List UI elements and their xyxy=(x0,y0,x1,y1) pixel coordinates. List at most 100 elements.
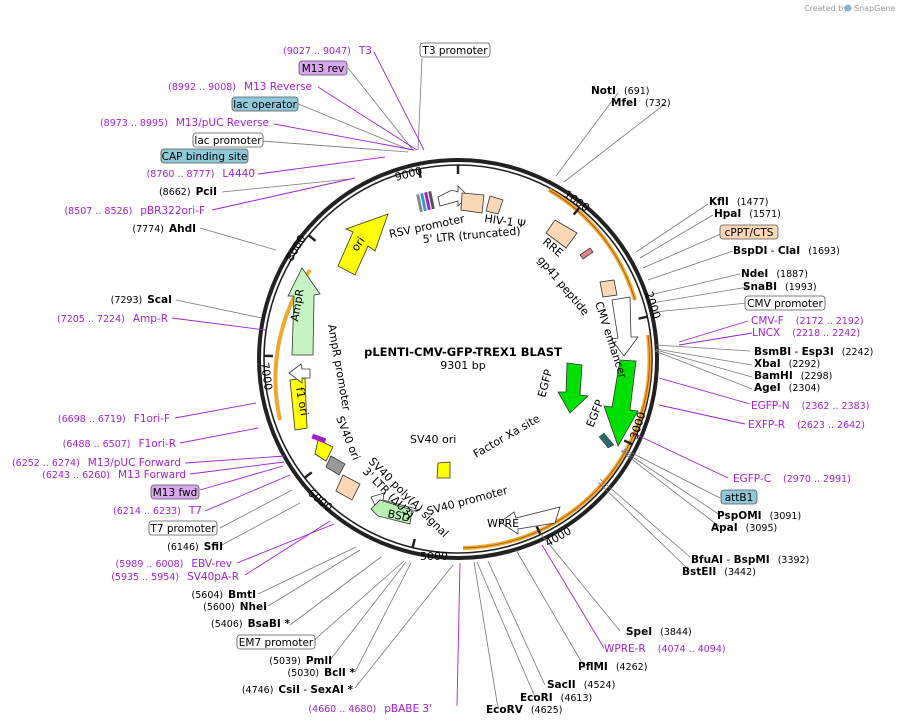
restriction-sites: NotI(691)MfeI(732)KflI(1477)HpaI(1571)Bs… xyxy=(111,85,874,716)
site-label-7: BsmBI - Esp3I(2242) xyxy=(754,346,873,358)
feature-label: Factor Xa site xyxy=(471,412,542,461)
tick-mark xyxy=(307,234,317,242)
feature-label: AmpR xyxy=(288,288,307,323)
attb1-shape xyxy=(598,432,615,449)
primer-label-16: EXFP-R(2623 .. 2642) xyxy=(748,419,865,431)
feature-box-8 xyxy=(150,484,200,500)
feature-label: BSD xyxy=(386,507,411,524)
sv40-polya-shape xyxy=(325,455,346,476)
wpre-shape xyxy=(499,506,561,535)
svg-text:5000: 5000 xyxy=(420,550,448,563)
site-label-22: (5039)PmlI xyxy=(269,655,332,667)
rre-shape xyxy=(545,219,578,249)
primer-label-18: LNCX(2218 .. 2242) xyxy=(752,327,860,339)
feature-box-label-4: CAP binding site xyxy=(162,151,248,163)
feature-box-label-5: cPPT/CTS xyxy=(725,227,774,239)
primer-label-15: EGFP-C(2970 .. 2991) xyxy=(733,473,851,485)
feature-box-5 xyxy=(719,224,779,240)
feature-box-label-1: M13 rev xyxy=(302,63,345,75)
bsd-shape xyxy=(370,499,413,525)
primer-label-11: (5989 .. 6008)EBV-rev xyxy=(116,558,233,570)
site-label-24: (5600)NheI xyxy=(203,601,267,613)
sv40-ori-inner-shape xyxy=(436,461,451,479)
site-label-17: SacII(4524) xyxy=(547,679,615,691)
feature-box-10 xyxy=(236,634,316,650)
snapgene-logo-icon xyxy=(844,4,852,12)
hiv1-psi-shape xyxy=(485,195,504,215)
feature-box-label-10: EM7 promoter xyxy=(239,637,314,649)
site-label-9: BamHI(2298) xyxy=(754,370,832,382)
primer-leader-lines xyxy=(171,51,753,707)
sv40-ori-outer-shape xyxy=(314,439,334,462)
watermark-text: Created by xyxy=(804,4,848,13)
primer-label-12: (5935 .. 5954)SV40pA-R xyxy=(111,571,239,583)
feature-box-label-6: CMV promoter xyxy=(747,298,823,310)
primer-label-9: (6243 .. 6260)M13 Forward xyxy=(42,469,186,481)
primer-label-0: (9027 .. 9047)T3 xyxy=(283,45,372,57)
site-label-27: (7293)ScaI xyxy=(111,294,172,306)
site-label-19: EcoRV(4625) xyxy=(486,704,562,716)
feature-label: AmpR promoter xyxy=(325,323,353,412)
svg-text:8000: 8000 xyxy=(283,233,308,264)
site-label-26: (6146)SfiI xyxy=(167,541,223,553)
site-label-0: NotI(691) xyxy=(591,85,649,97)
cppt-shape xyxy=(599,279,618,298)
svg-text:7000: 7000 xyxy=(258,362,275,392)
site-label-1: MfeI(732) xyxy=(611,97,671,109)
primer-label-8: (6252 .. 6274)M13/pUC Forward xyxy=(12,457,181,469)
site-label-23: (5406)BsaBI * xyxy=(211,618,290,630)
feature-label: f1 ori xyxy=(293,386,311,417)
site-label-10: AgeI(2304) xyxy=(754,382,820,394)
primer-label-14: WPRE-R(4074 .. 4094) xyxy=(604,643,726,655)
primer-labels: (9027 .. 9047)T3(8992 .. 9008)M13 Revers… xyxy=(12,45,869,715)
site-label-15: SpeI(3844) xyxy=(626,626,692,638)
svg-text:9000: 9000 xyxy=(393,164,423,184)
egfp-inner-shape xyxy=(557,362,589,414)
plasmid-name: pLENTI-CMV-GFP-TREX1 BLAST xyxy=(364,345,562,359)
primer-label-13: (4660 .. 4680)pBABE 3' xyxy=(308,703,432,715)
site-label-28: (7774)AhdI xyxy=(132,223,196,235)
site-label-21: (5030)BclI * xyxy=(288,667,356,679)
5-ltr-shape xyxy=(460,192,485,214)
leader-lines xyxy=(175,57,753,709)
feature-box-label-8: M13 fwd xyxy=(153,487,198,499)
site-label-18: EcoRI(4613) xyxy=(520,692,592,704)
feature-label: SV40 ori xyxy=(333,414,362,462)
tick-mark xyxy=(303,471,313,479)
feature-box-4 xyxy=(160,148,249,164)
site-label-3: HpaI(1571) xyxy=(714,208,781,220)
backbone-outer xyxy=(257,158,659,560)
cmv-enhancer-shape xyxy=(610,296,639,357)
primer-label-4: (8507 .. 8526)pBR322ori-F xyxy=(64,205,205,217)
site-label-13: BfuAI - BspMI(3392) xyxy=(691,554,809,566)
gp41-shape xyxy=(579,247,594,260)
tick-mark xyxy=(623,439,633,446)
primer-label-5: (7205 .. 7224)Amp-R xyxy=(57,313,168,325)
primer-label-6: (6698 .. 6719)F1ori-F xyxy=(58,413,170,425)
feature-label: HIV-1 Ψ xyxy=(484,212,527,231)
feature-label: SV40 promoter xyxy=(425,484,509,518)
site-label-25: (5604)BmtI xyxy=(192,589,256,601)
primer-label-17: EGFP-N(2362 .. 2383) xyxy=(751,400,869,412)
stripe-features xyxy=(416,190,435,213)
primer-label-19: CMV-F(2172 .. 2192) xyxy=(751,315,864,327)
plasmid-size: 9301 bp xyxy=(440,359,485,372)
feature-box-9 xyxy=(148,520,218,536)
primer-label-2: (8973 .. 8995)M13/pUC Reverse xyxy=(100,117,269,129)
feature-box-label-0: T3 promoter xyxy=(421,45,488,57)
tick-mark xyxy=(638,315,648,320)
feature-label: WPRE xyxy=(487,517,519,530)
feature-box-1 xyxy=(298,60,348,76)
tick-mark xyxy=(572,206,581,216)
tick-mark xyxy=(417,168,422,179)
site-label-29: (8662)PciI xyxy=(159,186,217,198)
feature-box-2 xyxy=(231,96,299,112)
feature-label: SV40 ori xyxy=(410,433,456,446)
feature-label: gp41 peptide xyxy=(535,254,592,319)
tick-mark xyxy=(411,538,416,548)
egfp-outer-shape xyxy=(603,359,639,447)
site-label-6: SnaBI(1993) xyxy=(743,281,817,293)
site-label-20: (4746)CsiI - SexAI * xyxy=(242,684,354,696)
